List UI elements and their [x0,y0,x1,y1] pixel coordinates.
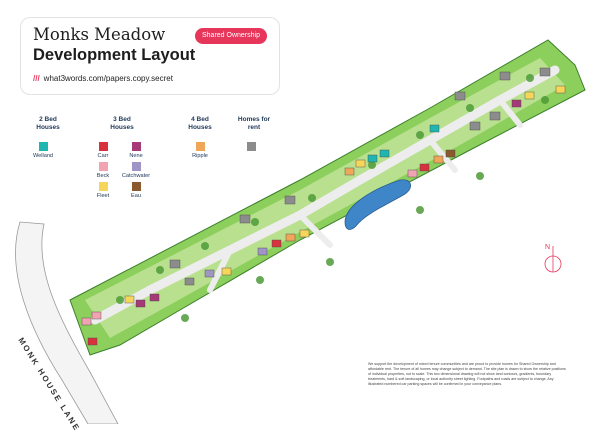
key-heading: 2 Bed Houses [36,116,60,131]
house-beck [407,169,418,178]
spur-road [207,97,523,293]
house-rent [539,67,551,77]
house-carr [271,239,282,248]
house-fleet [524,91,535,100]
pond [344,179,411,230]
page-title: Monks Meadow [33,25,166,44]
houses [81,67,566,346]
shared-ownership-badge: Shared Ownership [195,28,267,44]
house-rent [239,214,251,224]
house-ripple [285,233,296,242]
house-ripple [433,155,444,164]
house-eau [445,149,456,158]
house-fleet [355,159,366,168]
house-welland [429,124,440,133]
key-label: Catchwater [121,173,151,179]
north-arrow-icon [544,246,562,273]
what3words-icon: /// [33,74,40,83]
house-rent [169,259,181,269]
key-label: Beck [96,173,110,179]
house-beck [91,311,102,320]
house-rent [469,121,481,131]
key-swatch [132,182,141,191]
key-heading: 4 Bed Houses [188,116,212,131]
house-nene [135,299,146,308]
key-swatch [99,142,108,151]
house-welland [367,154,378,163]
house-carr [419,163,430,172]
page-subtitle: Development Layout [33,46,196,64]
key-swatch [132,142,141,151]
house-rent [184,277,195,286]
house-nene [149,293,160,302]
house-carr [87,337,98,346]
key-heading: Homes for rent [237,116,271,131]
house-rent [499,71,511,81]
key-swatch [132,162,141,171]
key-swatch [247,142,256,151]
north-label: N [545,244,551,251]
house-catchwater [204,269,215,278]
house-ripple [344,167,355,176]
key-label: Nene [129,153,143,159]
house-fleet [299,229,310,238]
header-card: Monks Meadow Development Layout Shared O… [21,18,279,94]
what3words-address: what3words.com/papers.copy.secret [43,74,173,83]
house-rent [284,195,296,205]
house-welland [379,149,390,158]
house-fleet [221,267,232,276]
house-catchwater [257,247,268,256]
key-label: Carr [97,153,109,159]
site-plan-map [15,39,586,424]
what3words-link[interactable]: ///what3words.com/papers.copy.secret [33,74,173,83]
trees [116,74,549,322]
key-swatch [99,162,108,171]
main-road [90,65,560,325]
key-swatch [99,182,108,191]
key-swatch [39,142,48,151]
key-label: Eau [131,193,141,199]
house-beck [81,317,92,326]
monk-house-lane [15,221,119,424]
key-label: Fleet [96,193,110,199]
key-label: Ripple [192,153,208,159]
key-swatch [196,142,205,151]
house-rent [489,111,501,121]
disclaimer: We support the development of mixed tenu… [368,362,566,386]
house-fleet [555,85,566,94]
house-fleet [124,295,135,304]
house-rent [454,91,466,101]
house-nene [511,99,522,108]
key-label: Welland [32,153,54,159]
key-heading: 3 Bed Houses [110,116,134,131]
